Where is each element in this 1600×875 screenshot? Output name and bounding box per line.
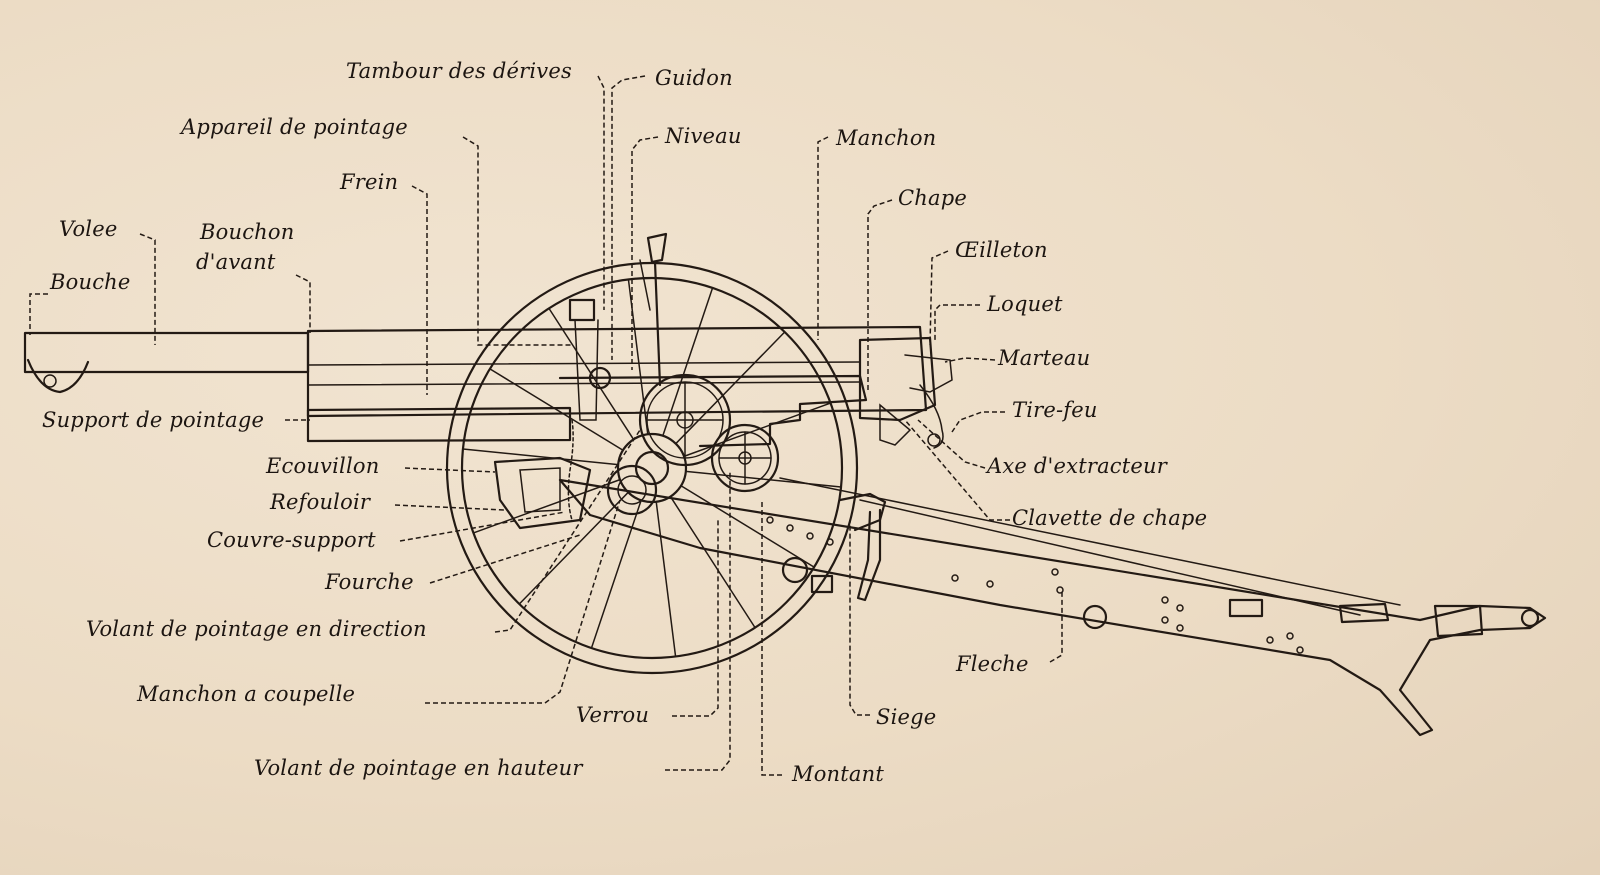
trail-rivet xyxy=(1176,604,1184,612)
barrel xyxy=(23,325,953,449)
label-siege: Siege xyxy=(876,705,937,729)
label-support-de-pointage: Support de pointage xyxy=(42,408,265,432)
label-chape: Chape xyxy=(898,186,967,210)
trail-rivet xyxy=(1296,646,1304,654)
trail-rivet xyxy=(1286,632,1294,640)
label-axe-dextracteur: Axe d'extracteur xyxy=(987,454,1167,478)
label-tambour-des-derives: Tambour des dérives xyxy=(346,59,572,83)
label-clavette-de-chape: Clavette de chape xyxy=(1012,506,1208,530)
wheel-spoke xyxy=(627,278,649,436)
trail-rivet xyxy=(1161,596,1169,604)
trail-rivet xyxy=(1161,616,1169,624)
wheel-spoke xyxy=(674,331,786,445)
wheel-spoke xyxy=(662,287,714,437)
label-montant: Montant xyxy=(792,762,884,786)
trail-rivet xyxy=(806,532,814,540)
label-tire-feu: Tire-feu xyxy=(1012,398,1098,422)
trail-rivet xyxy=(766,516,774,524)
trail-rivet xyxy=(786,524,794,532)
wheel xyxy=(445,261,859,675)
wheel-spoke xyxy=(518,491,630,605)
label-manchon: Manchon xyxy=(836,126,937,150)
label-volant-hauteur: Volant de pointage en hauteur xyxy=(254,756,583,780)
leader-lines xyxy=(29,75,1063,776)
wheel-spoke xyxy=(669,495,756,629)
label-verrou: Verrou xyxy=(576,703,650,727)
trail-rivet xyxy=(1056,586,1064,594)
label-fourche: Fourche xyxy=(325,570,414,594)
trail-rivet xyxy=(826,538,834,546)
wheel-spoke xyxy=(685,470,842,488)
label-volant-direction: Volant de pointage en direction xyxy=(86,617,427,641)
label-bouchon-davant-line2: d'avant xyxy=(196,250,276,274)
label-oeilleton: Œilleton xyxy=(955,238,1048,262)
trail-rivet xyxy=(1176,624,1184,632)
wheel-spoke xyxy=(655,500,677,658)
label-refouloir: Refouloir xyxy=(270,490,371,514)
label-manchon-a-coupelle: Manchon a coupelle xyxy=(137,682,356,706)
trail-rivet xyxy=(986,580,994,588)
trail xyxy=(558,477,1547,737)
label-loquet: Loquet xyxy=(987,292,1063,316)
wheel-spoke xyxy=(590,499,642,649)
trail-rivet xyxy=(1266,636,1274,644)
label-volee: Volee xyxy=(59,217,118,241)
label-fleche: Fleche xyxy=(956,652,1029,676)
label-marteau: Marteau xyxy=(998,346,1091,370)
trail-rivet xyxy=(951,574,959,582)
label-niveau: Niveau xyxy=(665,124,742,148)
aiming-gear xyxy=(493,232,780,530)
wheel-spoke xyxy=(489,368,624,452)
trail-rivet xyxy=(1051,568,1059,576)
label-bouchon-davant-line1: Bouchon xyxy=(200,220,295,244)
label-couvre-support: Couvre-support xyxy=(207,528,376,552)
label-bouche: Bouche xyxy=(50,270,131,294)
label-guidon: Guidon xyxy=(655,66,733,90)
label-frein: Frein xyxy=(340,170,399,194)
label-ecouvillon: Ecouvillon xyxy=(266,454,380,478)
label-appareil-de-pointage: Appareil de pointage xyxy=(181,115,408,139)
wheel-spoke xyxy=(680,484,815,568)
wheel-spoke xyxy=(462,448,619,466)
